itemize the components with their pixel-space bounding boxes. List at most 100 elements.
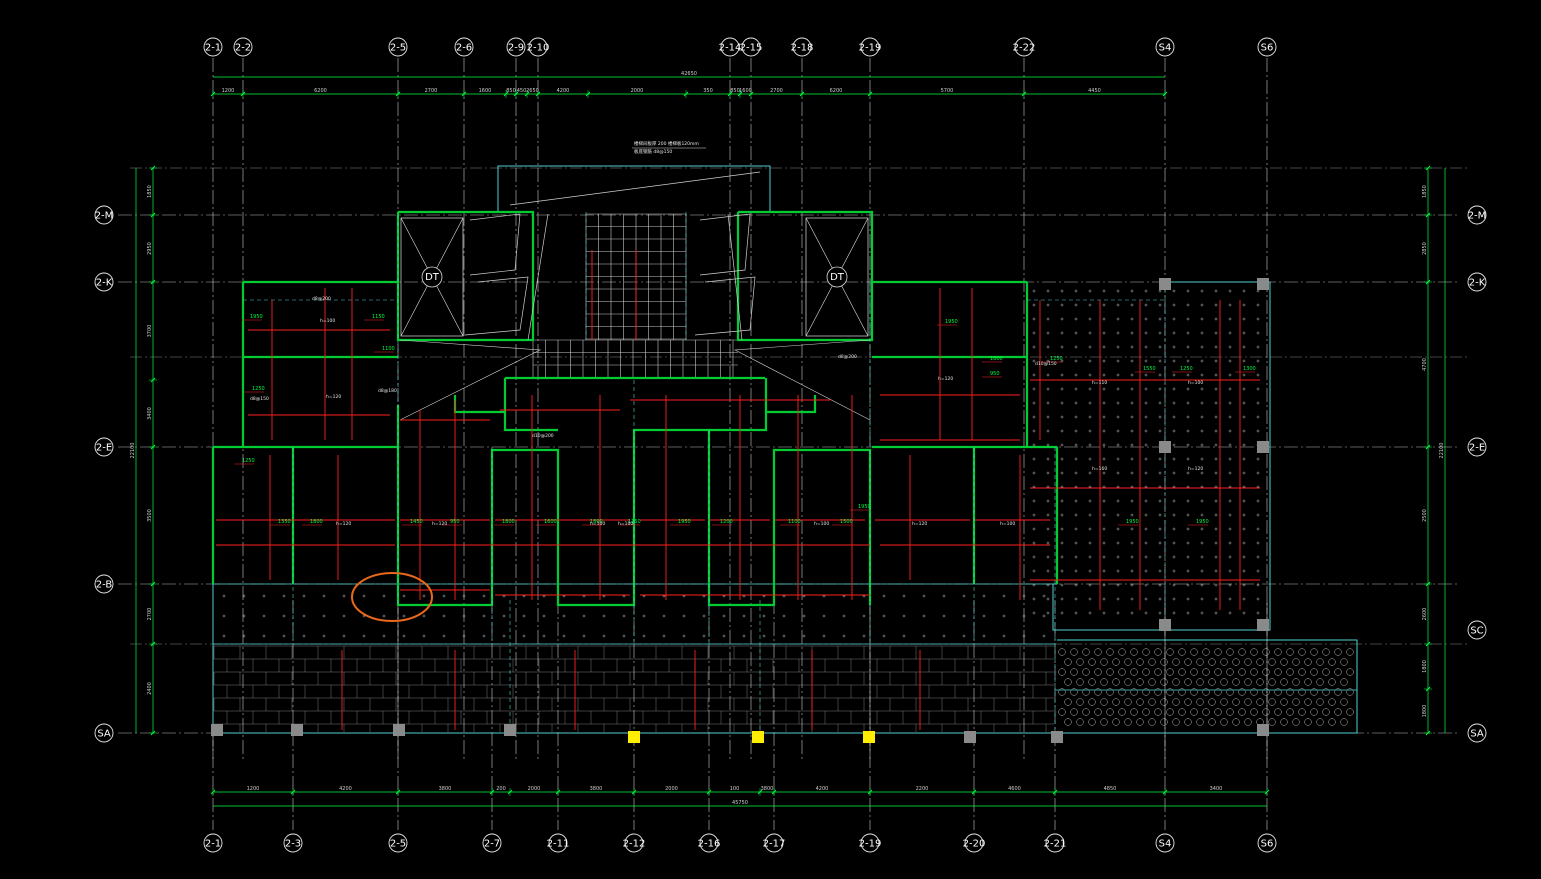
hatch-mark xyxy=(1328,658,1336,666)
axis-bubble-circle xyxy=(1467,620,1487,640)
hatch-mark xyxy=(1112,658,1120,666)
hatch-mark xyxy=(1166,708,1174,716)
axis-bubble-circle xyxy=(388,833,408,853)
axis-bubble-circle xyxy=(203,833,223,853)
hatch-mark xyxy=(1208,698,1216,706)
axis-bubble: S4 xyxy=(1155,833,1175,853)
hatch-mark xyxy=(1244,658,1252,666)
column xyxy=(1257,278,1269,290)
hatch-mark xyxy=(1070,648,1078,656)
rebar-length: 1800 xyxy=(990,356,1003,362)
hatch-mark xyxy=(1124,678,1132,686)
hatch-mark xyxy=(1280,678,1288,686)
hatch-mark xyxy=(1274,708,1282,716)
hatch-mark xyxy=(1244,698,1252,706)
hatch-mark xyxy=(1166,668,1174,676)
dimension-value: 450 xyxy=(517,88,527,94)
dimension-value: 1800 xyxy=(1422,705,1428,718)
hatch-mark xyxy=(1286,668,1294,676)
top-note: 楼梯间板厚 200 楼梯板120mm xyxy=(634,140,699,147)
slab-thickness: h=160 xyxy=(1092,466,1107,472)
dimension-value: 1850 xyxy=(147,185,153,198)
dimension-total: 22100 xyxy=(1439,443,1445,459)
hatch-mark xyxy=(1130,708,1138,716)
hatch-mark xyxy=(1202,708,1210,716)
axis-bubble-circle xyxy=(283,833,303,853)
hatch-mark xyxy=(1148,658,1156,666)
slab-thickness: h=120 xyxy=(432,521,447,527)
dimension-total: 45750 xyxy=(732,800,748,806)
rebar-length: 1250 xyxy=(252,386,265,392)
hatch-mark xyxy=(1118,708,1126,716)
axis-label: 2-10 xyxy=(527,43,550,54)
markup-layer xyxy=(351,572,433,622)
axis-label: 2-E xyxy=(1469,443,1485,454)
hatch-mark xyxy=(1184,718,1192,726)
hatch-mark xyxy=(1082,668,1090,676)
hatch-mark xyxy=(1238,648,1246,656)
axis-bubble: 2-14 xyxy=(719,37,741,57)
hatch-mark xyxy=(1064,658,1072,666)
axis-bubble: 2-3 xyxy=(283,833,303,853)
hatch-mark xyxy=(1160,698,1168,706)
axis-label: 2-22 xyxy=(1013,43,1036,54)
hatch-mark xyxy=(1202,668,1210,676)
axis-bubble: 2-1 xyxy=(203,833,223,853)
axis-label: 2-9 xyxy=(508,43,524,54)
hatch-mark xyxy=(1190,668,1198,676)
column xyxy=(1051,731,1063,743)
column xyxy=(1257,619,1269,631)
dimension-value: 2500 xyxy=(1422,509,1428,522)
hatch-mark xyxy=(1268,658,1276,666)
hatch-mark xyxy=(1142,688,1150,696)
hatch-mark xyxy=(1178,668,1186,676)
hatch-mark xyxy=(1172,718,1180,726)
hatch-mark xyxy=(1058,668,1066,676)
hatch-mark xyxy=(1280,698,1288,706)
elevator-shaft xyxy=(805,217,869,337)
hatch-mark xyxy=(1124,698,1132,706)
hatch-mark xyxy=(1148,718,1156,726)
axis-bubble: 2-1 xyxy=(203,37,223,57)
hatch-mark xyxy=(1076,658,1084,666)
axis-bubble: 2-19 xyxy=(859,833,881,853)
axis-bubble: 2-10 xyxy=(527,37,550,57)
hatch-mark xyxy=(1334,708,1342,716)
top-note: 板底钢筋 d8@150 xyxy=(634,148,672,155)
hatch-mark xyxy=(1196,698,1204,706)
axis-bubble-circle xyxy=(388,37,408,57)
hatch-mark xyxy=(1340,718,1348,726)
hatch-mark xyxy=(1130,688,1138,696)
hatch-mark xyxy=(1298,688,1306,696)
hatch-mark xyxy=(1142,648,1150,656)
axis-bubble-circle xyxy=(548,833,568,853)
hatch-mark xyxy=(1094,688,1102,696)
hatch-mark xyxy=(1208,678,1216,686)
hatch-mark xyxy=(1154,648,1162,656)
rebar-length: 1450 xyxy=(410,519,423,525)
hatch-mark xyxy=(1112,678,1120,686)
axis-bubble: S6 xyxy=(1257,833,1277,853)
hatch-mark xyxy=(1082,648,1090,656)
axis-label: SC xyxy=(1470,626,1483,637)
hatch-mark xyxy=(1262,668,1270,676)
hatch-mark xyxy=(1196,678,1204,686)
dimension-value: 4700 xyxy=(1422,358,1428,371)
hatch-mark xyxy=(1316,698,1324,706)
hatch-mark xyxy=(1124,658,1132,666)
slab-thickness: h=100 xyxy=(590,521,605,527)
axis-bubble: 2-21 xyxy=(1044,833,1066,853)
hatch-mark xyxy=(1220,698,1228,706)
wall xyxy=(709,378,768,432)
hatch-mark xyxy=(1280,658,1288,666)
hatch-mark xyxy=(1106,708,1114,716)
elevator-shaft xyxy=(400,217,464,337)
hatch-mark xyxy=(1160,718,1168,726)
hatch-mark xyxy=(1238,688,1246,696)
axis-bubble: 2-E xyxy=(94,437,114,457)
hatch-mark xyxy=(1304,658,1312,666)
hatch-mark xyxy=(1178,708,1186,716)
hatch-mark xyxy=(1250,648,1258,656)
hatch-mark xyxy=(1334,648,1342,656)
